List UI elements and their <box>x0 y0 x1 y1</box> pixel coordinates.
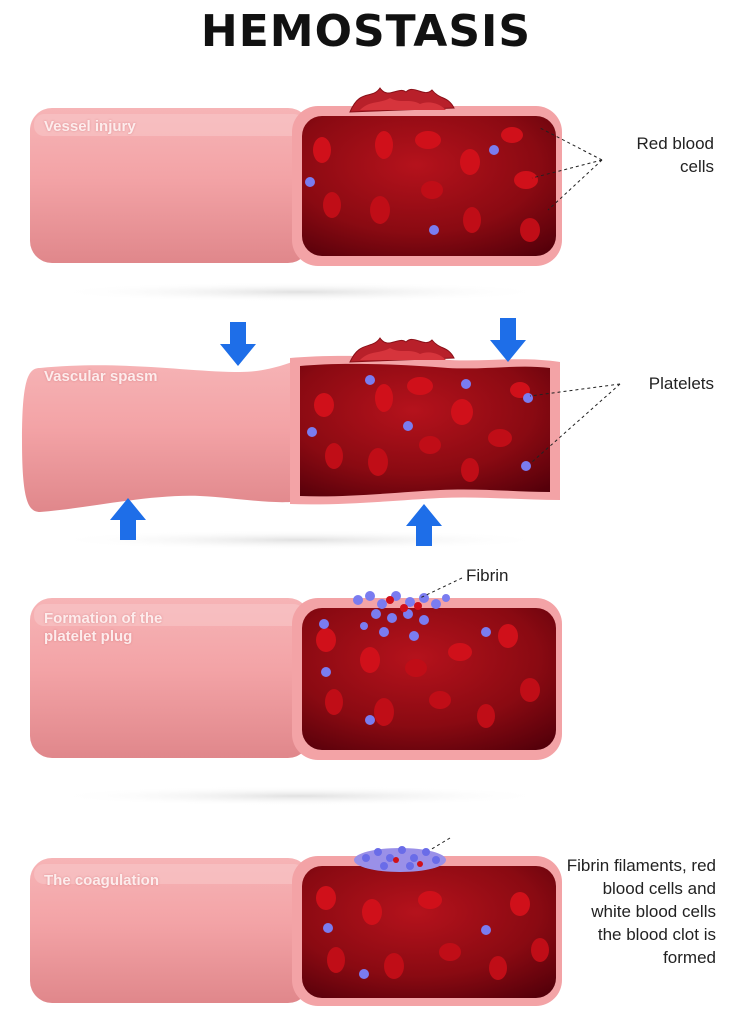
stage-vascular-spasm <box>22 318 560 550</box>
vessel-blood-interior <box>302 608 556 750</box>
callout-red-blood-cells: Red blood cells <box>604 132 714 178</box>
clot-pointer <box>430 838 450 850</box>
stage-label-coagulation: The coagulation <box>44 872 224 890</box>
vessel-blood-interior <box>302 866 556 998</box>
stage-coagulation <box>30 846 562 1006</box>
callout-platelets: Platelets <box>624 372 714 395</box>
arrow-down-icon <box>220 322 256 366</box>
callout-clot-formed: Fibrin filaments, red blood cells and wh… <box>566 854 716 969</box>
stage-label-vessel-injury: Vessel injury <box>44 118 214 136</box>
arrow-down-icon <box>490 318 526 362</box>
injury-clot <box>350 88 454 112</box>
vessel-shadow <box>50 786 550 806</box>
callout-fibrin: Fibrin <box>466 566 509 586</box>
vessel-shadow <box>50 282 550 302</box>
stage-label-platelet-plug: Formation of the platelet plug <box>44 610 194 646</box>
stage-label-vascular-spasm: Vascular spasm <box>44 368 214 386</box>
blood-clot <box>354 846 446 872</box>
spasm-clot <box>350 338 454 362</box>
